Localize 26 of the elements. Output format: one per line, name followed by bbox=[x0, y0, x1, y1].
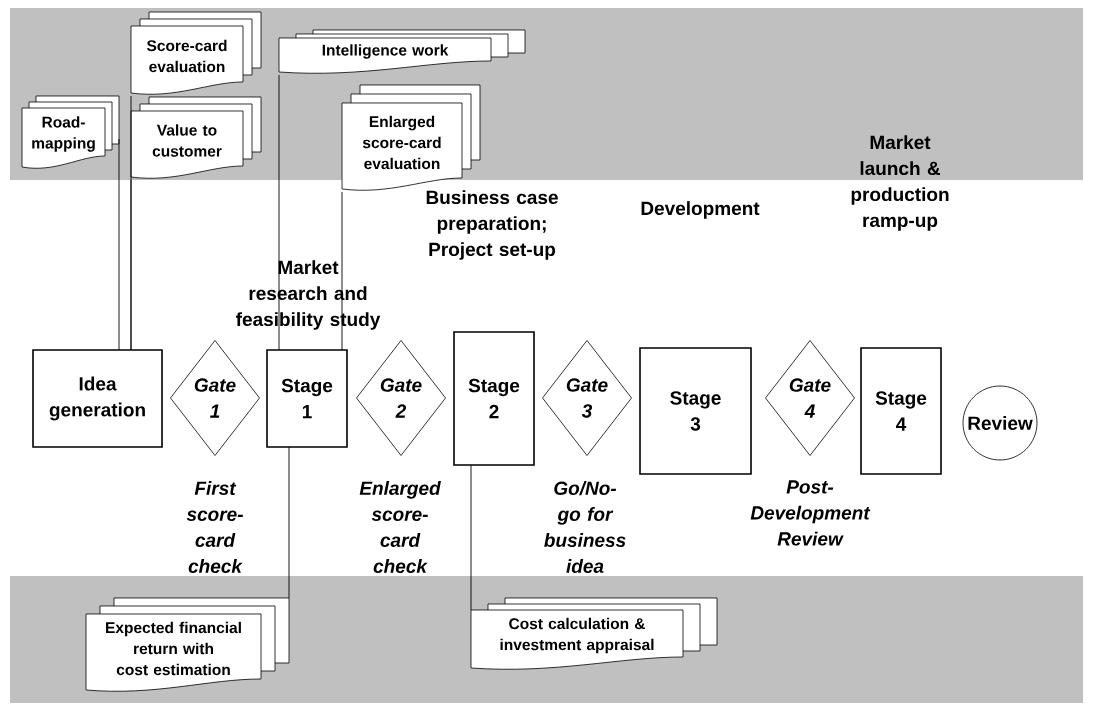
document-stack: Intelligence work bbox=[278, 29, 526, 74]
gate-caption: Enlarged score-card check bbox=[359, 481, 441, 573]
document-stack: Enlarged score-card evaluation bbox=[341, 84, 481, 191]
gate-caption: First score-card check bbox=[186, 481, 243, 573]
gate-caption: Post-Development Review bbox=[750, 480, 871, 546]
stage-box: Idea generation bbox=[32, 349, 163, 448]
stage-heading: Business case preparation; Project set-up bbox=[426, 190, 558, 260]
document-stack: Value to customer bbox=[130, 96, 262, 179]
document-stack: Score-card evaluation bbox=[130, 11, 262, 95]
leader-line bbox=[278, 74, 280, 351]
leader-line bbox=[130, 179, 132, 351]
document-stack: Expected financial return with cost estimation bbox=[85, 597, 290, 692]
leader-line bbox=[288, 446, 290, 599]
stage-box: Stage 4 bbox=[860, 347, 942, 475]
stage-heading: Market launch & production ramp-up bbox=[851, 135, 949, 231]
stage-box: Stage 1 bbox=[266, 349, 348, 448]
document-stack: Cost calculation & investment appraisal bbox=[470, 597, 718, 670]
document-stack: Road-mapping bbox=[21, 95, 120, 169]
stage-heading: Development bbox=[641, 201, 760, 219]
leader-line bbox=[341, 191, 343, 351]
stage-box: Stage 3 bbox=[639, 347, 752, 475]
stage-box: Stage 2 bbox=[453, 331, 535, 466]
leader-line bbox=[118, 138, 120, 351]
leader-line bbox=[470, 464, 472, 611]
stage-heading: Market research and feasibility study bbox=[236, 260, 381, 330]
gate-caption: Go/No-go for business idea bbox=[544, 481, 626, 573]
